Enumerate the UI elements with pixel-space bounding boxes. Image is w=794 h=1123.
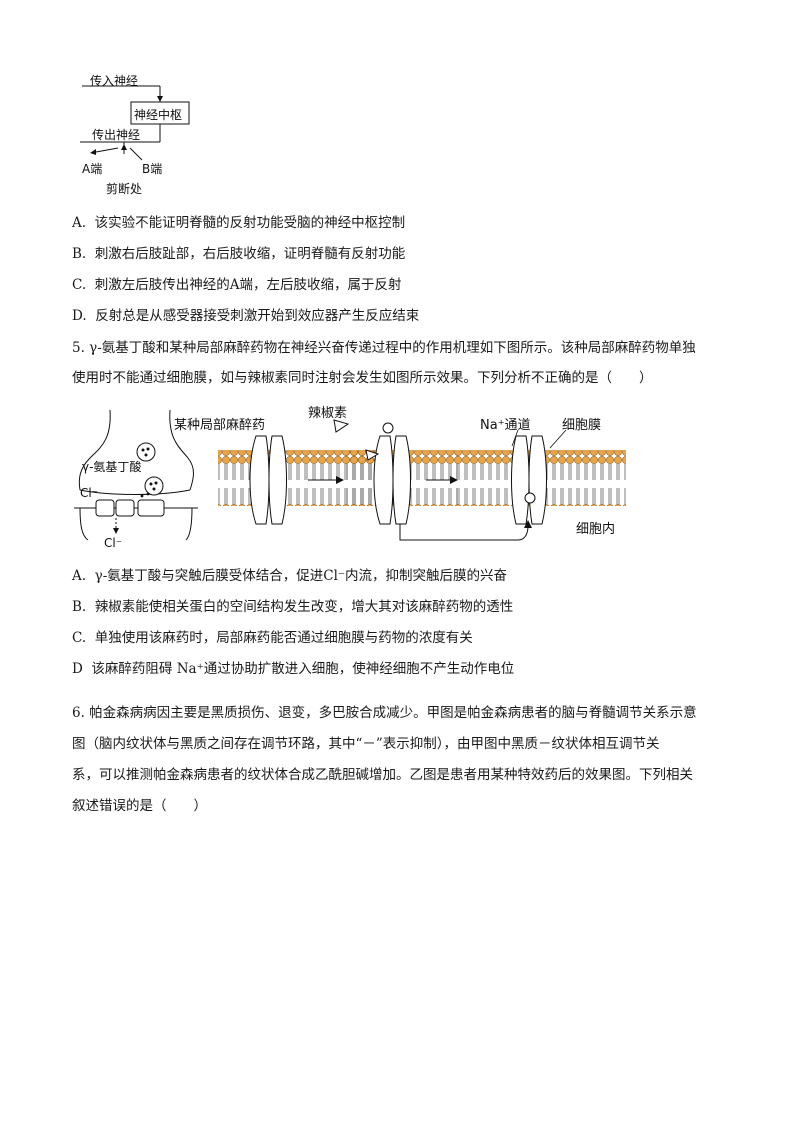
reflex-arc-diagram: 传入神经 神经中枢 传出神经 A端 B端 剪断处 <box>70 66 200 198</box>
cl-label-1: Cl⁻ <box>80 486 99 500</box>
reflex-arc-svg <box>80 85 190 161</box>
gaba-label: γ-氨基丁酸 <box>82 460 142 474</box>
membrane-svg <box>74 409 626 541</box>
q6-stem-line4: 叙述错误的是（ ） <box>72 798 207 814</box>
afferent-label: 传入神经 <box>90 74 139 88</box>
capsaicin-label: 辣椒素 <box>308 406 348 421</box>
cl-label-2: Cl⁻ <box>104 536 123 550</box>
q4-option-b: B. 刺激右后肢趾部，右后肢收缩，证明脊髓有反射功能 <box>72 246 406 262</box>
q5-option-d: D 该麻醉药阻碍 Na⁺通过协助扩散进入细胞，使神经细胞不产生动作电位 <box>72 661 515 677</box>
q4-option-d: D. 反射总是从感受器接受刺激开始到效应器产生反应结束 <box>72 308 420 324</box>
q6-stem-line1: 6. 帕金森病病因主要是黑质损伤、退变，多巴胺合成减少。甲图是帕金森病患者的脑与… <box>72 705 697 721</box>
cut-label: 剪断处 <box>106 182 143 196</box>
q5-option-b: B. 辣椒素能使相关蛋白的空间结构发生改变，增大其对该麻醉药物的透性 <box>72 599 514 615</box>
q6-stem-line3: 系，可以推测帕金森病患者的纹状体合成乙酰胆碱增加。乙图是患者用某种特效药后的效果… <box>72 767 693 783</box>
q5-option-a: A. γ-氨基丁酸与突触后膜受体结合，促进Cl⁻内流，抑制突触后膜的兴奋 <box>72 568 508 584</box>
anesthetic-label: 某种局部麻醉药 <box>174 418 266 433</box>
center-label: 神经中枢 <box>134 108 183 122</box>
q4-option-c: C. 刺激左后肢传出神经的A端，左后肢收缩，属于反射 <box>72 277 402 293</box>
membrane-label: 细胞膜 <box>562 418 602 433</box>
q5-stem-line1: 5. γ-氨基丁酸和某种局部麻醉药物在神经兴奋传递过程中的作用机理如下图所示。该… <box>72 340 696 356</box>
membrane-diagram: γ-氨基丁酸 Cl⁻ Cl⁻ 某种局部麻醉药 辣椒素 Na⁺通道 细胞膜 细胞内 <box>70 400 630 550</box>
na-channel-label: Na⁺通道 <box>480 418 531 433</box>
q5-option-c: C. 单独使用该麻药时，局部麻药能否通过细胞膜与药物的浓度有关 <box>72 630 473 646</box>
q6-stem-line2: 图（脑内纹状体与黑质之间存在调节环路，其中“－”表示抑制），由甲图中黑质－纹状体… <box>72 736 660 752</box>
inside-label: 细胞内 <box>576 522 616 537</box>
q4-option-a: A. 该实验不能证明脊髓的反射功能受脑的神经中枢控制 <box>72 215 406 231</box>
a-end-label: A端 <box>82 162 103 176</box>
efferent-label: 传出神经 <box>92 128 141 142</box>
b-end-label: B端 <box>142 162 163 176</box>
q5-stem-line2: 使用时不能通过细胞膜，如与辣椒素同时注射会发生如图所示效果。下列分析不正确的是（… <box>72 370 653 386</box>
